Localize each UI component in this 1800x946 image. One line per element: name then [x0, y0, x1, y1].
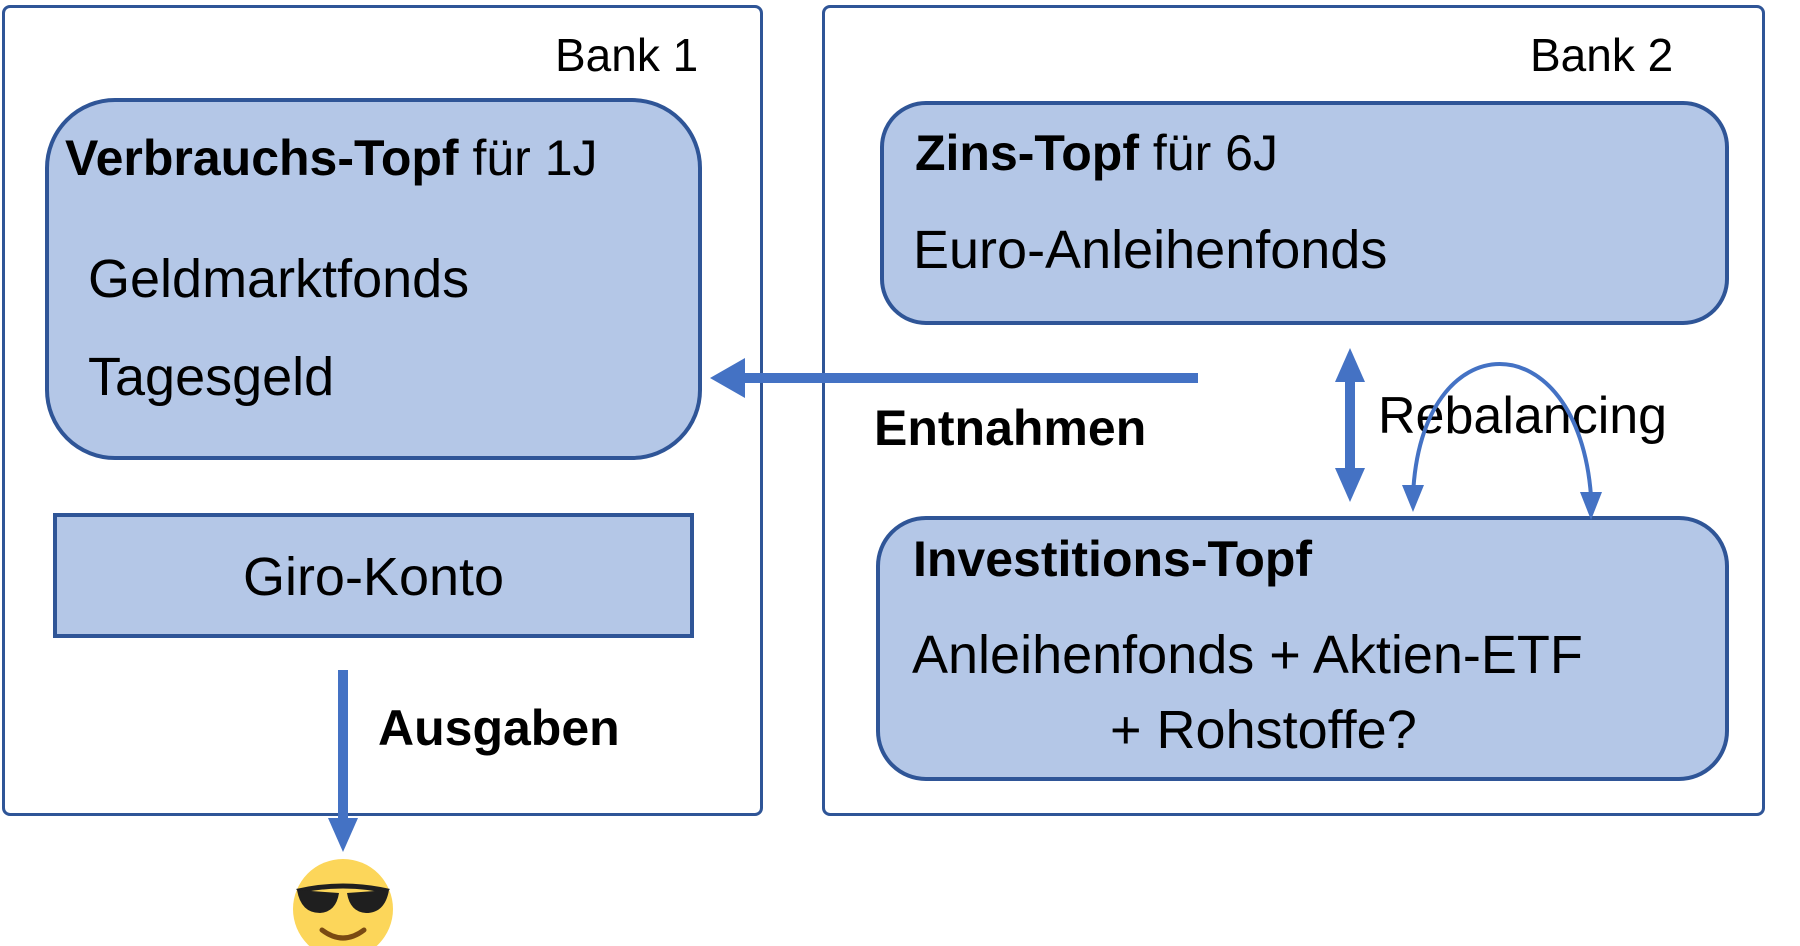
zins-topf-item-euro-anleihenfonds: Euro-Anleihenfonds [913, 220, 1388, 280]
rebalancing-label: Rebalancing [1378, 387, 1668, 445]
investitions-topf-title-bold: Investitions-Topf [913, 531, 1313, 587]
ausgaben-label: Ausgaben [378, 700, 620, 756]
zins-topf-title-bold: Zins-Topf [915, 125, 1139, 181]
investitions-topf-title: Investitions-Topf [913, 534, 1312, 584]
zins-topf-title-rest: für 6J [1139, 125, 1278, 181]
giro-konto-label: Giro-Konto [242, 547, 505, 607]
verbrauchs-topf-box [45, 98, 702, 460]
investitions-topf-box [876, 516, 1729, 781]
zins-topf-box [880, 101, 1729, 325]
zins-topf-title: Zins-Topf für 6J [915, 128, 1278, 178]
verbrauchs-topf-title-rest: für 1J [458, 130, 598, 186]
verbrauchs-topf-item-tagesgeld: Tagesgeld [88, 347, 335, 407]
investitions-topf-item-line-2: + Rohstoffe? [1110, 700, 1417, 760]
smiling-face-with-sunglasses-icon [293, 859, 393, 946]
verbrauchs-topf-item-geldmarktfonds: Geldmarktfonds [88, 249, 470, 309]
verbrauchs-topf-title-bold: Verbrauchs-Topf [65, 130, 459, 186]
bank-1-label: Bank 1 [555, 29, 699, 81]
investitions-topf-item-line-1: Anleihenfonds + Aktien-ETF [912, 625, 1583, 685]
bank-2-label: Bank 2 [1530, 29, 1674, 81]
giro-konto-box [53, 513, 694, 638]
entnahmen-label: Entnahmen [874, 400, 1147, 456]
verbrauchs-topf-title: Verbrauchs-Topf für 1J [65, 133, 598, 183]
